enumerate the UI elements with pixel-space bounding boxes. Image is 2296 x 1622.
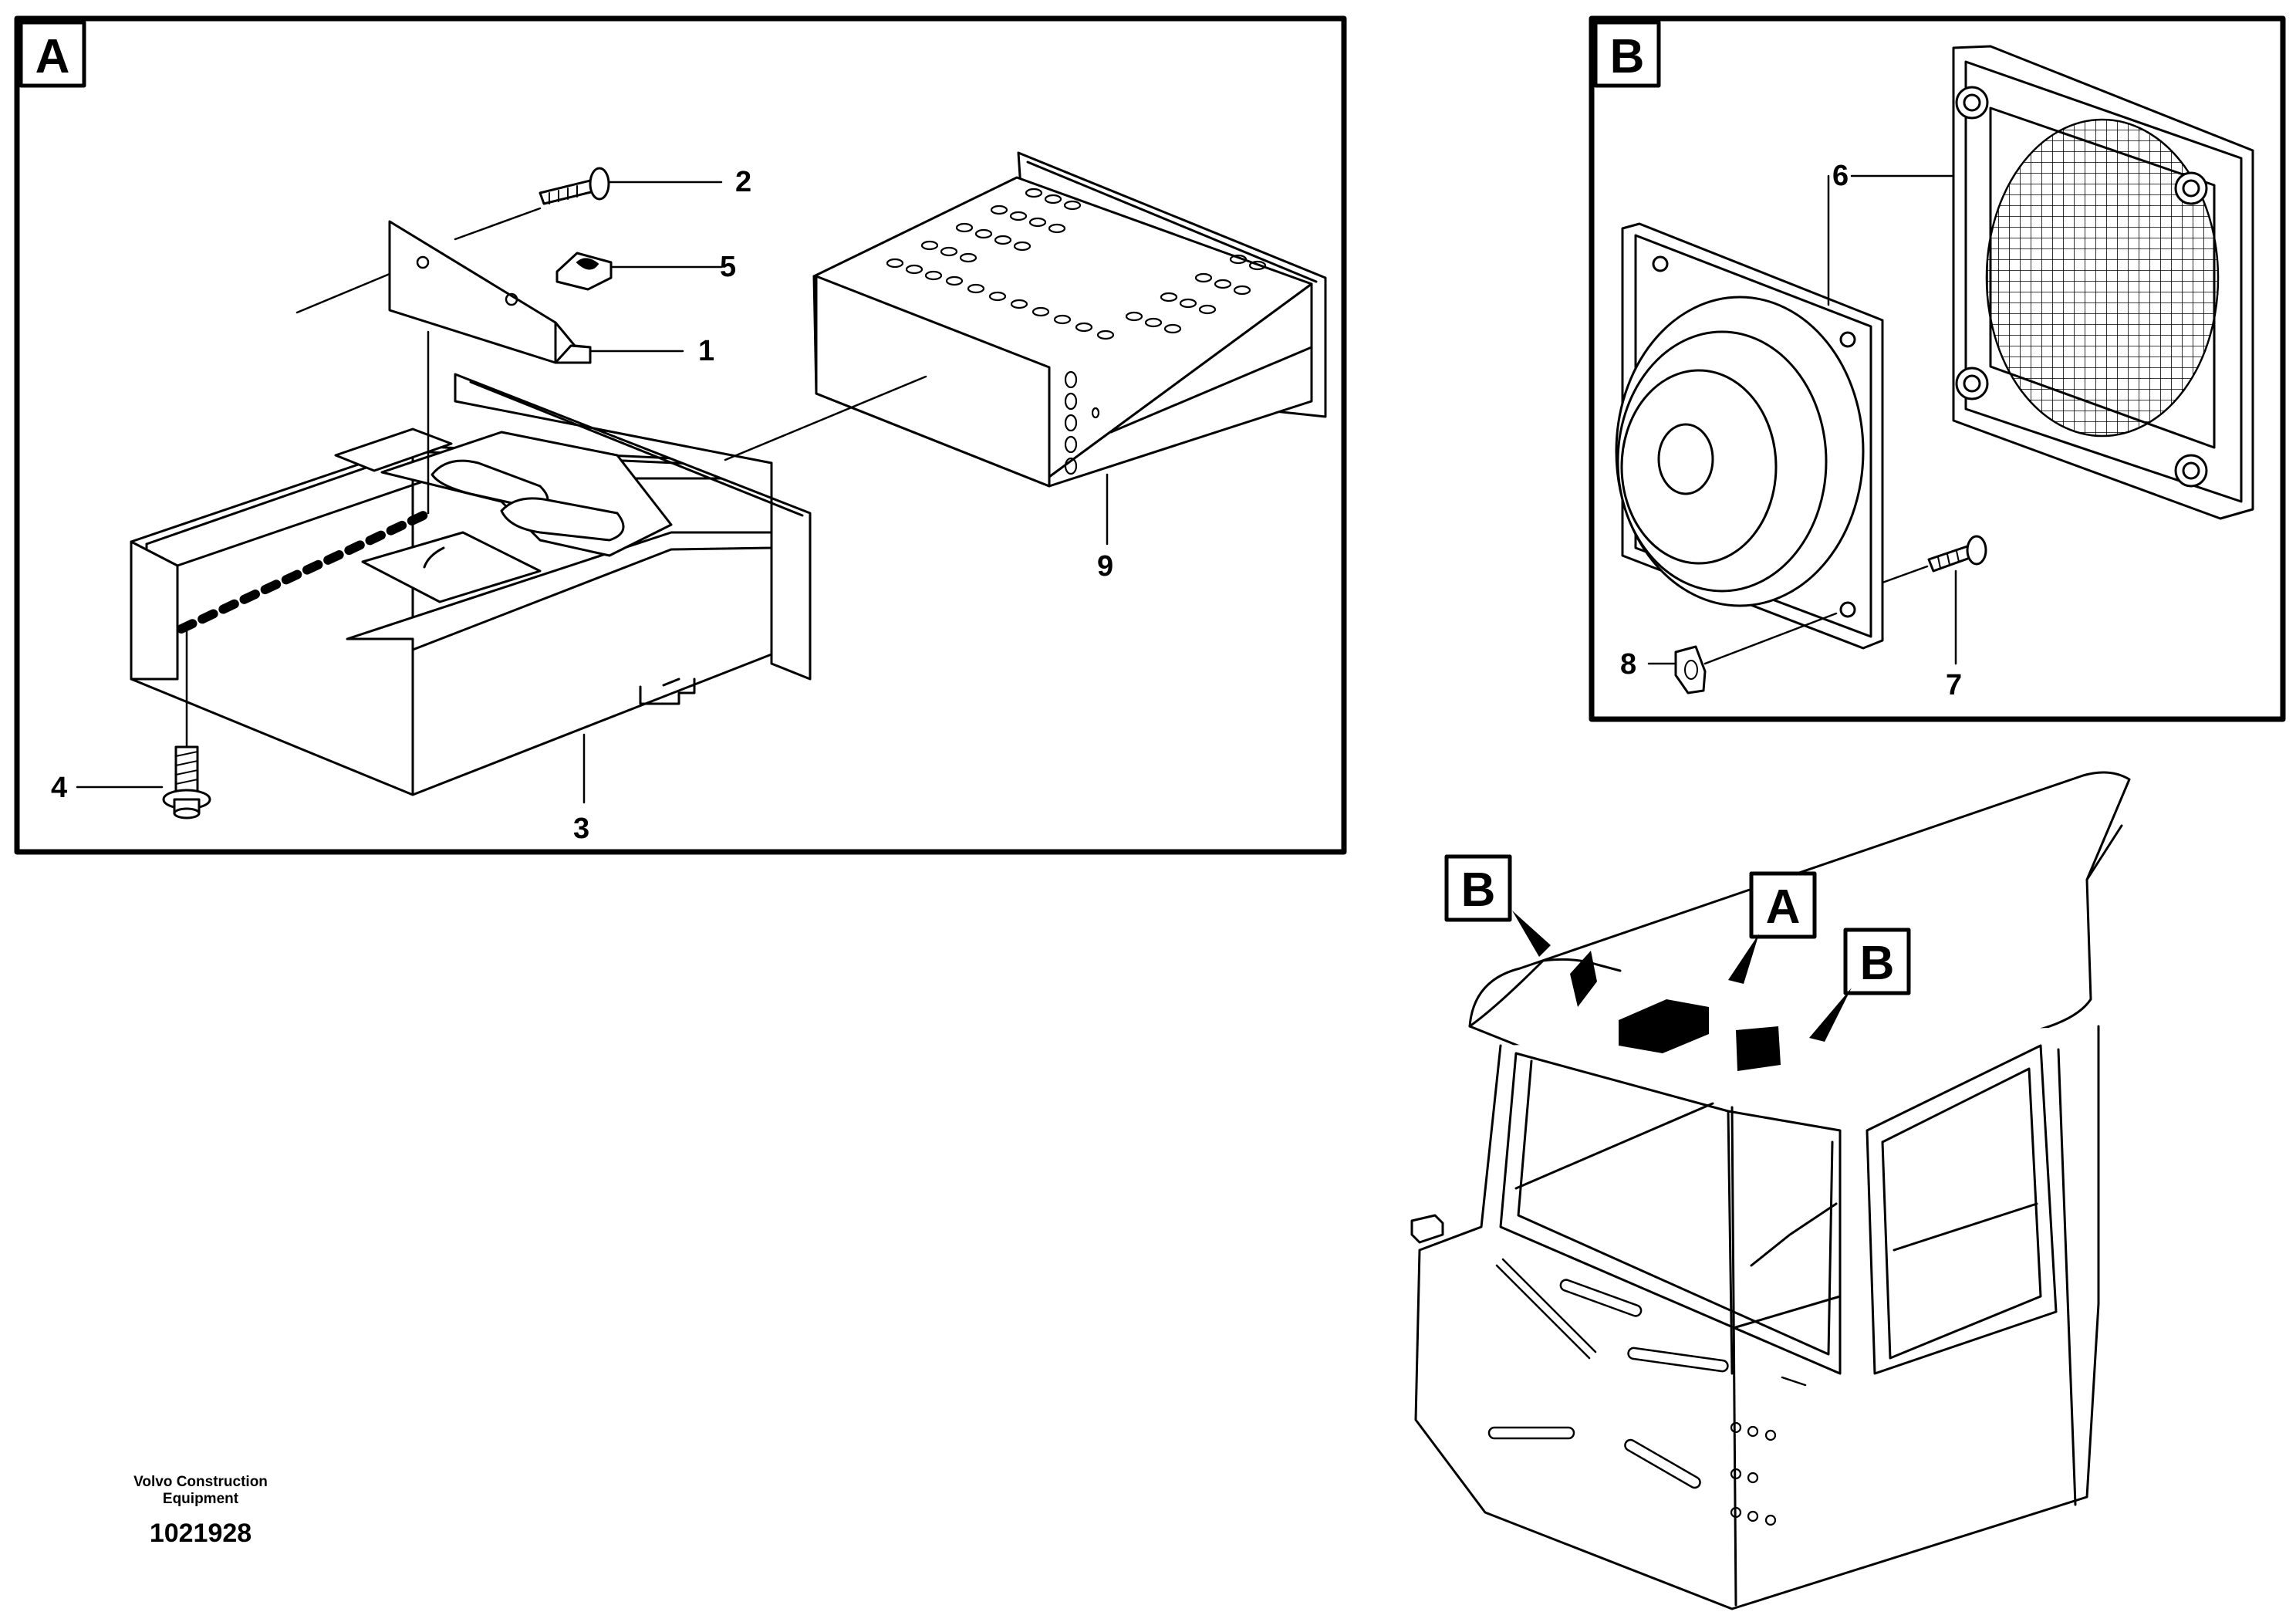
panel-b-leader-lines [1647,174,1957,665]
bracket [388,220,592,364]
cab-marker-b-left-letter: B [1461,863,1496,917]
radio-location [1619,999,1709,1053]
speaker-grille [1952,45,2254,520]
cab-body [1414,1025,2100,1610]
panel-b-letter: B [1610,30,1645,83]
callout-1: 1 [698,335,714,367]
company-name-line-1: Volvo Construction [133,1474,268,1490]
callout-9: 9 [1097,550,1113,583]
radio-unit [812,151,1327,488]
panel-a: A [14,15,1347,855]
cab-body-slots [1487,1258,1807,1489]
radio-front-holes [1064,370,1100,475]
callout-8: 8 [1620,648,1636,681]
callout-6-speaker: 6 [1832,160,1849,192]
panel-a-leader-lines [76,181,1109,804]
speaker-clip-nut [1674,645,1707,694]
screw [539,167,610,205]
tray-perforation-row [177,509,433,634]
callout-5: 5 [720,251,736,283]
radio-holder-tray [130,373,812,796]
cab-lights [1730,1421,1777,1526]
cab-marker-b-left [1444,854,1551,957]
panel-a-letter-box [19,20,86,88]
cab-marker-a-letter: A [1766,880,1801,934]
panel-b: B [1589,15,2286,722]
loudspeaker [1615,222,1884,650]
panel-b-letter-box [1593,20,1661,88]
panel-a-frame [14,15,1347,855]
cab-marker-b-right-letter: B [1860,937,1895,990]
cab-overview: B A B [1410,771,2131,1610]
company-name-line-2: Equipment [162,1491,239,1507]
cab-marker-b-right [1809,928,1911,1042]
callout-4: 4 [51,772,67,804]
speaker-location-left [1570,951,1597,1007]
radio-vent-holes [886,188,1267,340]
callout-2: 2 [735,166,751,198]
speaker-screw [1927,535,1987,573]
cab-side-window [1866,1044,2058,1375]
grille-corner-studs [1955,86,2208,488]
callout-7: 7 [1946,669,1962,701]
cab-windshield [1499,1052,1842,1375]
panel-a-letter: A [35,30,70,83]
speaker-location-right [1736,1026,1781,1071]
document-number: 1021928 [149,1519,252,1548]
cab-marker-a [1728,871,1817,984]
diagram-footer: Volvo Construction Equipment 1021928 [100,1474,301,1549]
callout-3: 3 [573,813,589,845]
flange-screw [162,745,211,819]
panel-b-frame [1589,15,2286,722]
clip-nut [555,252,613,291]
